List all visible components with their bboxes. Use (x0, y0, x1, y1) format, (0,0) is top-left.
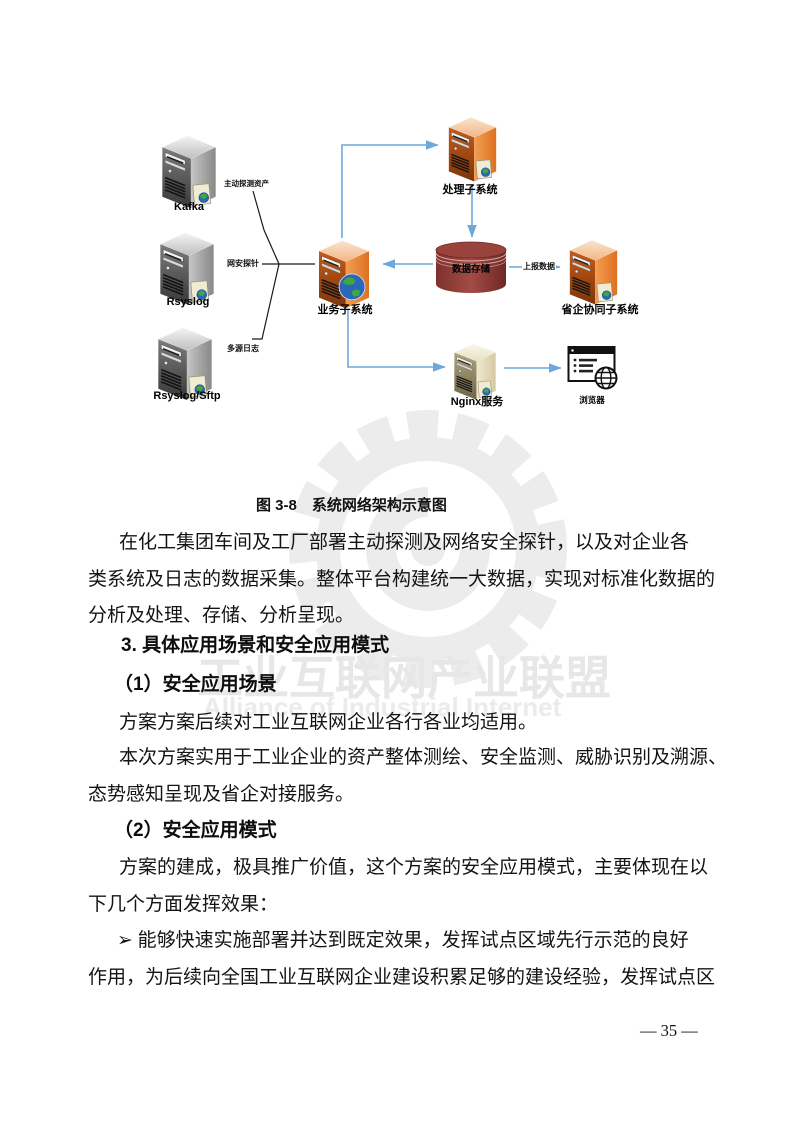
paragraph-line: 态势感知呈现及省企对接服务。 (88, 784, 355, 805)
watermark-text-cn: 工业互联网产业联盟 (197, 652, 611, 704)
province-cooperation-server-icon (565, 236, 622, 307)
browser-icon (567, 343, 621, 392)
kafka-server-icon (157, 131, 221, 211)
edge-label-net-probe: 网安探针 (227, 259, 259, 268)
page-number: — 35 — (640, 1021, 698, 1040)
storage-label: 数据存储 (451, 264, 490, 275)
paragraph-line: 下几个方面发挥效果： (88, 894, 279, 915)
edge-business-to-nginx (347, 309, 446, 372)
database-icon (433, 241, 509, 295)
watermark-text-en: Alliance of Industrial Internet (203, 692, 562, 722)
business-subsystem-server-icon (314, 236, 374, 311)
watermark-gear-logo (289, 410, 567, 688)
paragraph-line: 本次方案实用于工业企业的资产整体测绘、安全监测、威胁识别及溯源、 (119, 747, 728, 768)
edge-label-report-data: 上报数据 (522, 261, 556, 272)
paragraph-line: 类系统及日志的数据采集。整体平台构建统一大数据，实现对标准化数据的 (88, 569, 716, 590)
kafka-label: Kafka (174, 201, 204, 213)
section-heading-3: 3. 具体应用场景和安全应用模式 (121, 635, 390, 656)
bullet-line: 作用，为后续向全国工业互联网企业建设积累足够的建设经验，发挥试点区 (88, 967, 716, 988)
edge-label-multi-log: 多源日志 (227, 344, 259, 353)
architecture-diagram: Kafka Rsyslog Rsyslog/Sftp 处理子系统 业务子系统 数… (0, 0, 793, 450)
paragraph-line: 方案的建成，极具推广价值，这个方案的安全应用模式，主要体现在以 (119, 857, 709, 878)
rsyslog-sftp-server-icon (153, 323, 217, 403)
rsyslog-label: Rsyslog (166, 296, 210, 308)
business-subsystem-label: 业务子系统 (317, 304, 373, 316)
edge-business-to-processing (341, 140, 439, 238)
subsection-heading-2: （2）安全应用模式 (114, 820, 277, 841)
bullet-line: ➢ 能够快速实施部署并达到既定效果，发挥试点区域先行示范的良好 (117, 930, 689, 951)
processing-subsystem-label: 处理子系统 (442, 184, 498, 196)
nginx-label: Nginx服务 (450, 396, 504, 408)
paragraph-line: 在化工集团车间及工厂部署主动探测及网络安全探针，以及对企业各 (119, 532, 690, 553)
edge-label-active-probe: 主动探测资产 (224, 179, 269, 188)
browser-label: 浏览器 (579, 395, 605, 405)
rsyslog-sftp-label: Rsyslog/Sftp (153, 390, 221, 402)
subsection-heading-1: （1）安全应用场景 (114, 674, 277, 695)
figure-caption: 图 3-8 系统网络架构示意图 (256, 497, 447, 514)
province-cooperation-label: 省企协同子系统 (561, 304, 639, 316)
rsyslog-server-icon (155, 228, 219, 308)
paragraph-line: 方案方案后续对工业互联网企业各行各业均适用。 (119, 712, 538, 733)
nginx-server-icon (450, 340, 500, 402)
diagram-connectors (252, 140, 562, 373)
source-brace-lines (252, 190, 315, 340)
paragraph-line: 分析及处理、存储、分析呈现。 (88, 605, 355, 626)
processing-subsystem-server-icon (444, 113, 501, 184)
